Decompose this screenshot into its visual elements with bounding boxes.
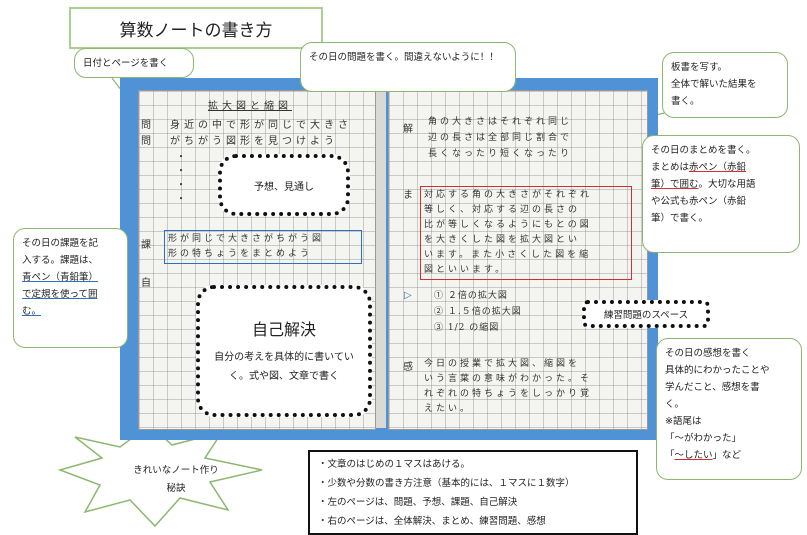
callout-problem: その日の問題を書く。間違えないように！！ — [300, 42, 516, 92]
left-label: 自 — [141, 278, 155, 289]
notebook-spine — [376, 90, 386, 428]
right-reflection-line: いう言葉の意味がわかった。そ — [424, 374, 593, 384]
callout-task-line: 入する。課題は、 — [22, 255, 99, 266]
self-solve-box: 自己解決 自分の考えを具体的に書いていく。式や図、文章で書く — [196, 285, 372, 417]
callout-reflection-line: その日の感想を書く — [665, 348, 751, 359]
tip-item: ・右のページは、全体解決、まとめ、練習問題、感想 — [318, 516, 546, 527]
right-top-line: 長くなったり短くなったり — [428, 149, 573, 159]
left-mark: 問 — [141, 136, 155, 147]
callout-reflection-line: 」など — [712, 450, 742, 461]
right-summary-line: 等しく、対応する辺の長さの — [424, 205, 581, 215]
left-line: がちがう図形を見つけよう — [170, 136, 338, 147]
tip-item: ・左のページは、問題、予想、課題、自己解決 — [318, 497, 518, 508]
callout-summary-line: その日のまとめを書く。 — [651, 145, 756, 156]
right-summary-line: 対応する角の大きさがそれぞれ — [424, 190, 593, 200]
callout-problem-text: その日の問題を書く。間違えないように！！ — [309, 52, 499, 63]
burst-label: きれいなノート作り 秘訣 — [116, 462, 236, 498]
page-title: 算数ノートの書き方 — [69, 7, 323, 49]
self-solve-body: 自分の考えを具体的に書いていく。式や図、文章で書く — [214, 352, 354, 382]
practice-line: ① ２倍の拡大図 — [434, 291, 508, 301]
left-task-line: 形の特ちょうをまとめよう — [168, 249, 313, 259]
callout-date-text: 日付とページを書く — [83, 58, 169, 69]
callout-board-line: 全体で解いた結果を — [671, 79, 757, 90]
callout-board-line: 板書を写す。 — [671, 62, 728, 73]
right-top-line: 角の大きさはそれぞれ同じ — [428, 117, 573, 127]
right-summary-line: 比が等しくなるようにもとの図 — [424, 220, 592, 230]
callout-reflection: その日の感想を書く 具体的にわかったことや 学んだこと、感想を書 く。 ※語尾は… — [656, 338, 802, 480]
left-dot: ・ — [176, 194, 190, 205]
right-summary-line: います。また小さくした図を縮 — [424, 250, 592, 260]
callout-summary-line: 筆）で書く。 — [651, 213, 709, 224]
right-reflection-line: れぞれの特ちょうをしっかり覚 — [424, 389, 593, 399]
callout-reflection-line: ※語尾は — [665, 416, 702, 427]
burst-line: きれいなノート作り — [133, 465, 219, 476]
callout-reflection-underlined: ～したい — [674, 450, 713, 461]
right-summary-line: を大きくした図を拡大図とい — [424, 235, 581, 245]
left-mark: 問 — [141, 120, 155, 131]
callout-summary-red-pen: 筆）で囲む — [651, 179, 699, 190]
notebook-right-page — [388, 90, 648, 430]
tips-box: ・文章のはじめの１マスはあける。 ・少数や分数の書き方注意（基本的には、１マスに… — [308, 450, 638, 535]
right-mark: ま — [403, 190, 417, 201]
right-mark: ▷ — [404, 290, 416, 301]
callout-reflection-line: く。 — [665, 399, 685, 410]
right-reflection-line: えたい。 — [424, 404, 473, 414]
callout-task-line: その日の課題を記 — [22, 238, 99, 249]
tip-item: ・少数や分数の書き方注意（基本的には、１マスに１数字） — [318, 478, 575, 489]
callout-summary-line: 。大切な用語 — [698, 179, 756, 190]
left-task-line: 形が同じで大きさがちがう図 — [168, 234, 325, 244]
left-heading: 拡大図と縮図 — [208, 101, 292, 112]
callout-board-line: 書く。 — [671, 96, 700, 107]
callout-summary-line: や公式も赤ペン（赤鉛 — [651, 196, 747, 207]
callout-reflection-line: 「～がわかった」 — [665, 433, 742, 444]
callout-task: その日の課題を記 入する。課題は、 青ペン（青鉛筆） で定規を使って囲 む。 — [13, 228, 128, 348]
practice-space-box: 練習問題のスペース — [582, 300, 710, 328]
practice-line: ③ 1/2 の縮図 — [434, 323, 500, 333]
left-dot: ・ — [176, 166, 190, 177]
task-frame — [164, 230, 362, 264]
practice-space-text: 練習問題のスペース — [603, 310, 689, 321]
callout-summary-line: まとめは — [651, 162, 690, 173]
callout-reflection-line: 「 — [665, 450, 675, 461]
prediction-text: 予想、見通し — [254, 181, 314, 193]
right-top-line: 辺の長さは全部同じ割合で — [428, 133, 573, 143]
left-label: 課 — [141, 240, 155, 251]
right-mark: 感 — [403, 362, 417, 373]
practice-line: ② １.５倍の拡大図 — [434, 307, 522, 317]
callout-reflection-line: 具体的にわかったことや — [665, 365, 770, 376]
left-dot: ・ — [176, 180, 190, 191]
callout-task-blue-pen: む。 — [22, 306, 42, 317]
callout-summary-red-pen: 赤ペン（赤鉛 — [689, 162, 747, 173]
tip-item: ・文章のはじめの１マスはあける。 — [318, 459, 471, 470]
right-reflection-line: 今日の授業で拡大図、縮図を — [424, 359, 581, 369]
callout-board: 板書を写す。 全体で解いた結果を 書く。 — [662, 52, 788, 118]
callout-reflection-line: 学んだこと、感想を書 — [665, 382, 760, 393]
callout-task-blue-pen: で定規を使って囲 — [22, 289, 98, 300]
self-solve-title: 自己解決 — [251, 320, 316, 339]
left-line: 身近の中で形が同じで大きさ — [170, 120, 352, 131]
burst-line: 秘訣 — [166, 483, 186, 494]
summary-frame — [420, 186, 632, 280]
callout-summary: その日のまとめを書く。 まとめは赤ペン（赤鉛 筆）で囲む。大切な用語 や公式も赤… — [642, 135, 800, 253]
callout-task-blue-pen: 青ペン（青鉛筆） — [22, 272, 99, 283]
prediction-box: 予想、見通し — [218, 154, 350, 216]
right-summary-line: 図といいます。 — [424, 265, 508, 275]
callout-date: 日付とページを書く — [74, 48, 194, 78]
left-dot: ・ — [176, 152, 190, 163]
right-mark: 解 — [403, 124, 417, 135]
